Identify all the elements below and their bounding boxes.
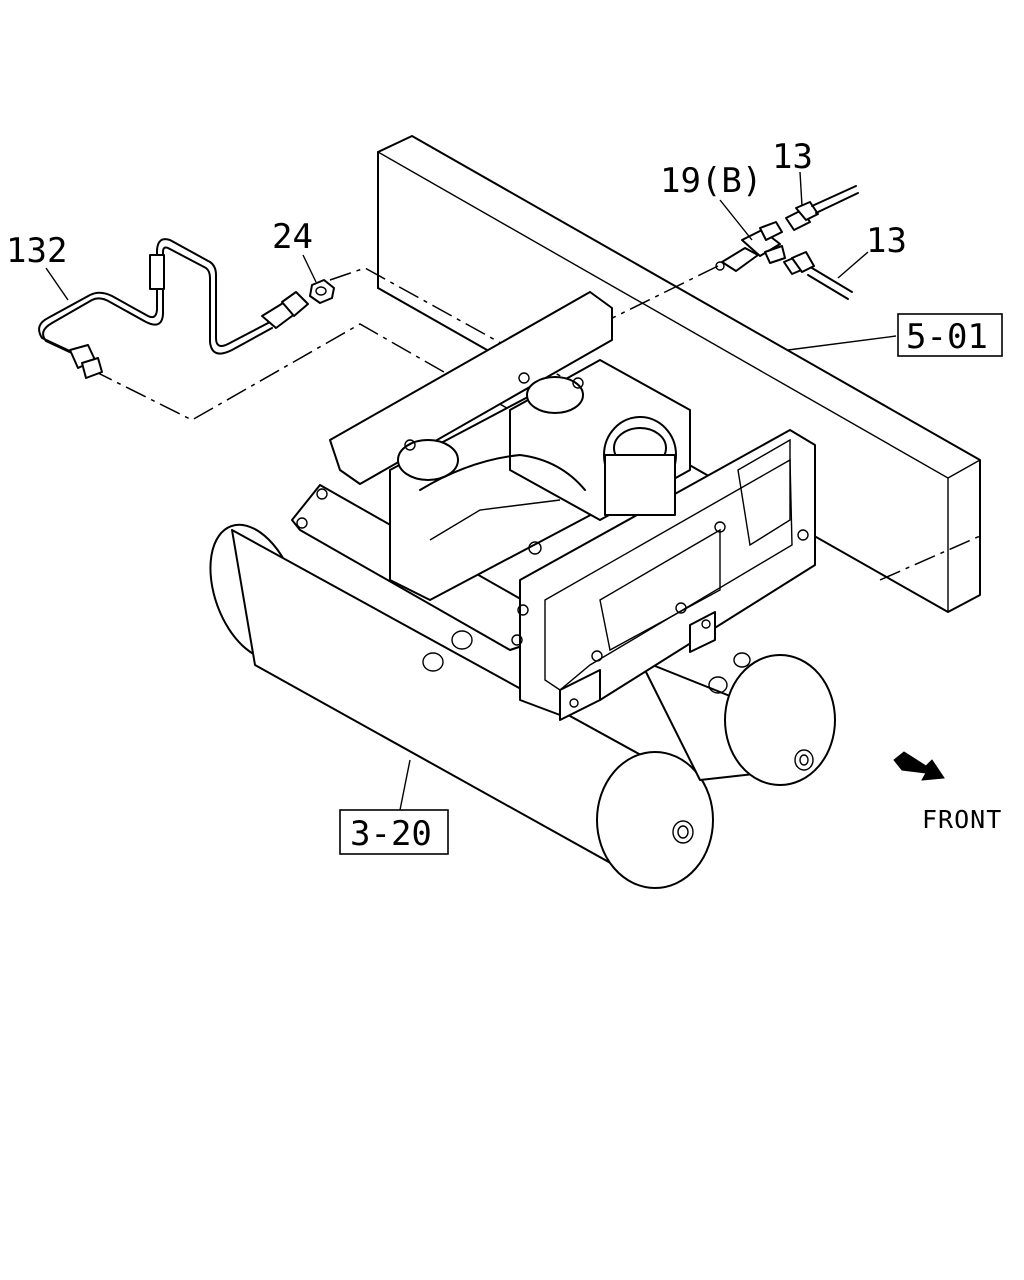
air-tank-right	[639, 652, 836, 786]
part-13-fitting-upper	[785, 185, 859, 231]
front-label: FRONT	[922, 805, 1002, 834]
part-13-fitting-lower	[783, 251, 853, 300]
air-dryer-unit	[389, 359, 691, 601]
ref-box-5-01: 5-01	[897, 313, 1003, 357]
part-132-air-pipe	[38, 238, 309, 379]
front-direction-indicator: FRONT	[893, 751, 1002, 834]
ref-box-3-20: 3-20	[339, 809, 449, 855]
ref-5-01-label: 5-01	[906, 317, 988, 357]
callout-132: 132	[6, 231, 67, 271]
arrow-right-down-icon	[893, 751, 945, 781]
callout-13-lower: 13	[866, 221, 907, 261]
ref-3-20-label: 3-20	[350, 814, 432, 854]
callout-19b: 19(B)	[660, 161, 762, 201]
frame-rail	[377, 135, 981, 613]
part-24-nut	[309, 279, 335, 304]
callout-24: 24	[272, 217, 313, 257]
air-tank-left	[209, 523, 714, 889]
part-19b-tee-connector	[715, 221, 786, 272]
callout-13-upper: 13	[772, 137, 813, 177]
callout-leaders	[45, 171, 897, 811]
